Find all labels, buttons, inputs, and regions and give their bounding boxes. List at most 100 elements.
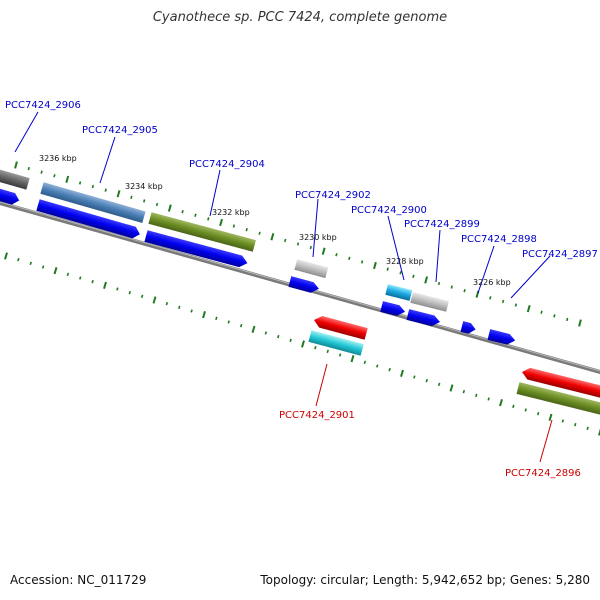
- gene-label-2902[interactable]: PCC7424_2902: [295, 190, 371, 201]
- tick-mark-minor: [386, 267, 389, 271]
- tick-mark-minor: [91, 184, 95, 189]
- tick-mark-minor: [194, 213, 197, 217]
- tick-mark-major: [350, 355, 355, 363]
- tick-mark-minor: [561, 419, 565, 423]
- tick-mark-minor: [66, 272, 70, 277]
- gene-feature-2896-alt[interactable]: [516, 382, 600, 418]
- tick-mark-major: [598, 428, 600, 436]
- gene-label-2901[interactable]: PCC7424_2901: [279, 410, 355, 421]
- tick-mark-minor: [309, 245, 312, 250]
- tick-label-3236: 3236 kbp: [39, 154, 77, 163]
- tick-mark-minor: [239, 323, 243, 328]
- tick-mark-minor: [450, 285, 453, 289]
- tick-mark-minor: [181, 209, 184, 214]
- tick-mark-minor: [245, 227, 248, 232]
- gene-feature-2901-alt[interactable]: [308, 330, 364, 356]
- tick-mark-minor: [41, 265, 45, 269]
- tick-mark-major: [251, 325, 256, 333]
- gene-feature-2899-cds[interactable]: [406, 309, 442, 328]
- label-callouts: [14, 111, 553, 463]
- tick-label-3226: 3226 kbp: [473, 278, 511, 287]
- gene-label-2905[interactable]: PCC7424_2905: [82, 125, 158, 136]
- tick-mark-major: [116, 190, 121, 198]
- gene-label-2900[interactable]: PCC7424_2900: [351, 205, 427, 216]
- tick-mark-minor: [165, 301, 169, 306]
- tick-mark-minor: [335, 253, 338, 257]
- tick-mark-minor: [388, 367, 391, 372]
- gene-feature-2896[interactable]: [521, 366, 600, 400]
- tick-mark-minor: [27, 166, 30, 171]
- gene-feature-2899[interactable]: [410, 292, 449, 312]
- tick-mark-minor: [258, 231, 261, 235]
- tick-mark-major: [53, 267, 58, 275]
- tick-mark-minor: [376, 364, 379, 368]
- gene-feature-2904-cds[interactable]: [144, 230, 249, 269]
- tick-mark-minor: [489, 296, 492, 300]
- gene-feature-2904[interactable]: [148, 212, 256, 252]
- tick-mark-major: [167, 204, 172, 212]
- gene-feature-2898-cds[interactable]: [460, 321, 477, 335]
- tick-mark-major: [270, 233, 275, 241]
- gene-feature-2900[interactable]: [385, 284, 413, 301]
- tick-mark-minor: [338, 353, 342, 357]
- tick-label-3234: 3234 kbp: [125, 182, 163, 191]
- tick-mark-major: [4, 252, 8, 260]
- tick-mark-minor: [91, 279, 94, 284]
- tick-mark-minor: [437, 281, 441, 286]
- gene-label-2896[interactable]: PCC7424_2896: [505, 468, 581, 479]
- tick-mark-minor: [363, 360, 367, 365]
- tick-mark-minor: [155, 202, 159, 207]
- forward-strand-genes: [0, 167, 517, 346]
- gene-feature-2900-cds[interactable]: [380, 301, 406, 317]
- tick-mark-minor: [553, 314, 556, 318]
- gene-feature-2902[interactable]: [294, 259, 329, 279]
- tick-mark-minor: [514, 303, 518, 307]
- gene-feature-2901[interactable]: [312, 314, 368, 340]
- tick-mark-minor: [264, 331, 268, 335]
- tick-mark-minor: [190, 309, 193, 313]
- gene-feature-2897-cds[interactable]: [487, 329, 517, 346]
- tick-mark-minor: [462, 389, 466, 394]
- tick-mark-minor: [207, 217, 210, 221]
- tick-mark-major: [373, 261, 377, 270]
- gene-feature-2906-cds[interactable]: [0, 186, 21, 206]
- accession-text: Accession: NC_011729: [10, 573, 147, 587]
- tick-mark-minor: [574, 422, 577, 427]
- tick-label-3230: 3230 kbp: [299, 233, 337, 242]
- gene-label-2906[interactable]: PCC7424_2906: [5, 100, 81, 111]
- gene-label-2899[interactable]: PCC7424_2899: [404, 219, 480, 230]
- gene-label-2897[interactable]: PCC7424_2897: [522, 249, 598, 260]
- gene-feature-2906[interactable]: [0, 167, 30, 190]
- gene-labels: PCC7424_2906 PCC7424_2905 PCC7424_2904 P…: [5, 100, 598, 479]
- gene-label-2904[interactable]: PCC7424_2904: [189, 159, 265, 170]
- tick-mark-minor: [17, 257, 20, 262]
- tick-mark-minor: [79, 276, 82, 280]
- tick-label-3232: 3232 kbp: [212, 208, 250, 217]
- tick-mark-minor: [412, 274, 415, 279]
- tick-mark-minor: [116, 287, 119, 291]
- gene-label-2898[interactable]: PCC7424_2898: [461, 234, 537, 245]
- tick-mark-minor: [29, 261, 32, 266]
- tick-mark-major: [424, 276, 429, 284]
- tick-track-inner: [4, 252, 600, 436]
- tick-mark-major: [578, 319, 582, 327]
- gene-feature-2905[interactable]: [40, 182, 146, 223]
- tick-mark-minor: [314, 345, 317, 350]
- gene-feature-2905-cds[interactable]: [36, 199, 141, 240]
- tick-mark-minor: [463, 288, 466, 293]
- tick-mark-major: [321, 247, 326, 255]
- tick-mark-minor: [40, 170, 43, 174]
- tick-mark-major: [499, 399, 503, 407]
- tick-mark-minor: [360, 260, 364, 264]
- tick-track-outer: [14, 161, 582, 327]
- tick-mark-minor: [413, 375, 416, 379]
- tick-mark-minor: [284, 238, 287, 243]
- tick-mark-minor: [586, 426, 589, 431]
- tick-mark-minor: [78, 181, 82, 185]
- tick-mark-minor: [128, 290, 131, 295]
- tick-mark-minor: [512, 404, 515, 409]
- gene-feature-2902-cds[interactable]: [288, 276, 320, 294]
- tick-mark-minor: [348, 256, 351, 261]
- tick-mark-major: [449, 384, 454, 392]
